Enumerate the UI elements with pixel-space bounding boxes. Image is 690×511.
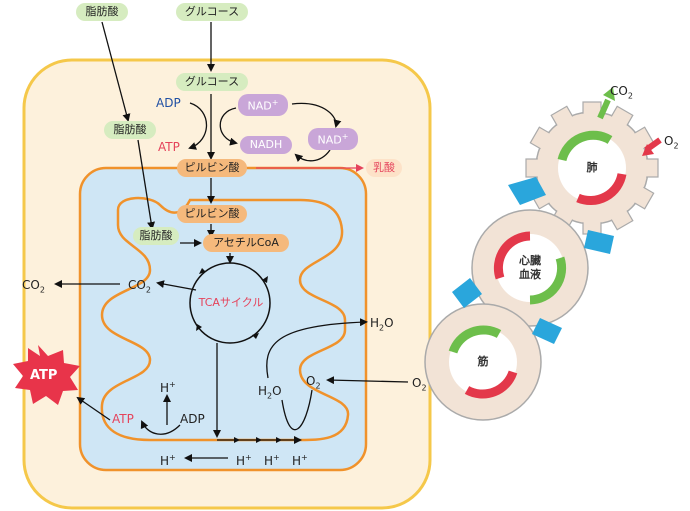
atp-mito-label: ATP — [112, 412, 134, 426]
blue-connector-4 — [532, 318, 562, 344]
h-plus-up-label: H+ — [160, 378, 176, 395]
adp-mito-label: ADP — [180, 412, 205, 426]
gear-lung — [525, 101, 659, 235]
gear-co2-text: CO — [610, 84, 628, 98]
gear-o2-sub: 2 — [673, 141, 679, 151]
acetyl-coa-label: アセチルCoA — [203, 234, 289, 252]
gear-muscle-label: 筋 — [477, 355, 489, 368]
atp-star-label: ATP — [30, 368, 58, 383]
co2-outer-sub: 2 — [39, 285, 45, 295]
gear-muscle — [424, 303, 542, 421]
co2-outer-label: CO2 — [22, 278, 45, 297]
h2o-right-sub: 2 — [379, 323, 385, 333]
gear-o2-label: O2 — [664, 134, 679, 153]
h-plus-bottom-4-text: H — [292, 454, 302, 468]
tca-cycle-label: TCAサイクル — [198, 296, 264, 309]
nad-plus-1-text: NAD — [247, 99, 272, 113]
h-plus-bottom-3-label: H+ — [264, 451, 280, 468]
o2-inner-text: O — [306, 374, 316, 388]
h-plus-bottom-2-label: H+ — [236, 451, 252, 468]
nad-plus-2-text: NAD — [317, 133, 342, 147]
fatty-acid-top-label: 脂肪酸 — [76, 3, 128, 21]
fatty-acid-mito-label: 脂肪酸 — [133, 227, 179, 245]
h2o-lower-text: H — [258, 384, 268, 398]
co2-outer-text: CO — [22, 278, 40, 292]
h-plus-bottom-1-text: H — [160, 454, 170, 468]
lactate-label: 乳酸 — [366, 159, 402, 177]
blue-connector-1 — [508, 177, 546, 205]
pyruvate-cell-label: ピルビン酸 — [177, 159, 247, 177]
mitochondrion-inner-membrane — [100, 196, 350, 442]
nad-plus-1-sup: + — [271, 98, 279, 107]
h2o-lower-sub: 2 — [267, 391, 273, 401]
h-plus-bottom-1-label: H+ — [160, 451, 176, 468]
o2-inner-label: O2 — [306, 374, 321, 393]
atp-starburst — [13, 345, 80, 405]
h2o-lower-tail: O — [272, 384, 282, 398]
o2-outer-text: O — [412, 376, 422, 390]
h-plus-bottom-1-sup: + — [169, 453, 176, 462]
atp-label: ATP — [158, 140, 180, 154]
gear-co2-sub: 2 — [627, 91, 633, 101]
gear-heart-blood — [471, 209, 589, 327]
h-plus-bottom-2-sup: + — [245, 453, 252, 462]
o2-inner-sub: 2 — [315, 381, 321, 391]
nadh-label: NADH — [240, 136, 292, 154]
gear-heart-blood-label: 心臓 血液 — [519, 254, 541, 281]
fatty-acid-cell-label: 脂肪酸 — [104, 121, 156, 139]
h-plus-bottom-3-sup: + — [273, 453, 280, 462]
h-plus-bottom-4-sup: + — [301, 453, 308, 462]
blue-connector-2 — [584, 230, 614, 254]
h2o-right-text: H — [370, 316, 380, 330]
o2-outer-sub: 2 — [421, 383, 427, 393]
pyruvate-mito-label: ピルビン酸 — [177, 205, 247, 223]
gear-lung-label: 肺 — [586, 161, 598, 174]
o2-outer-label: O2 — [412, 376, 427, 395]
nad-plus-1-label: NAD+ — [238, 94, 288, 116]
gear-o2-text: O — [664, 134, 674, 148]
h-plus-up-text: H — [160, 381, 170, 395]
h-plus-up-sup: + — [169, 380, 176, 389]
glucose-top-label: グルコース — [176, 3, 248, 21]
h2o-right-tail: O — [384, 316, 394, 330]
co2-inner-label: CO2 — [128, 278, 151, 297]
gear-co2-label: CO2 — [610, 84, 633, 103]
h-plus-bottom-2-text: H — [236, 454, 246, 468]
h2o-lower-label: H2O — [258, 384, 282, 403]
h-plus-bottom-4-label: H+ — [292, 451, 308, 468]
glucose-cell-label: グルコース — [176, 73, 248, 91]
h-plus-bottom-3-text: H — [264, 454, 274, 468]
nad-plus-2-sup: + — [341, 132, 349, 141]
co2-inner-text: CO — [128, 278, 146, 292]
adp-label: ADP — [156, 96, 181, 110]
nad-plus-2-label: NAD+ — [308, 128, 358, 150]
h2o-right-label: H2O — [370, 316, 394, 335]
blue-connector-3 — [452, 278, 482, 308]
co2-inner-sub: 2 — [145, 285, 151, 295]
